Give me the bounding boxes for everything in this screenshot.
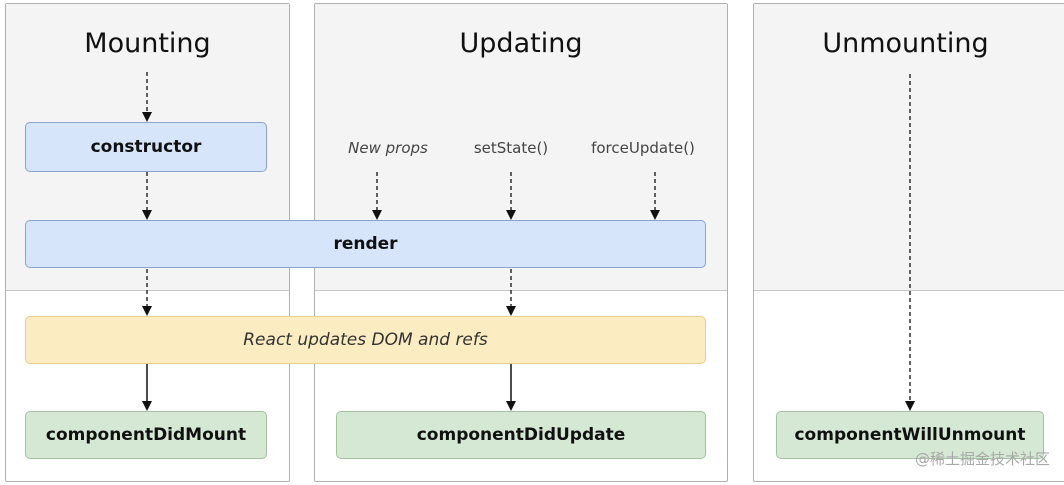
unmounting-render-phase-region [754, 4, 1064, 291]
react-updates-dom-box: React updates DOM and refs [25, 316, 706, 364]
updating-title: Updating [459, 28, 583, 59]
trigger-set-state: setState() [473, 139, 549, 157]
constructor-box: constructor [25, 122, 267, 172]
unmounting-title: Unmounting [822, 28, 989, 59]
mounting-title: Mounting [84, 28, 211, 59]
component-will-unmount-box: componentWillUnmount [776, 411, 1044, 459]
component-did-mount-box: componentDidMount [25, 411, 267, 459]
watermark: @稀土掘金技术社区 [914, 450, 1050, 468]
trigger-force-update: forceUpdate() [591, 139, 695, 157]
component-did-update-box: componentDidUpdate [336, 411, 706, 459]
trigger-new-props: New props [348, 139, 428, 157]
render-box: render [25, 220, 706, 268]
